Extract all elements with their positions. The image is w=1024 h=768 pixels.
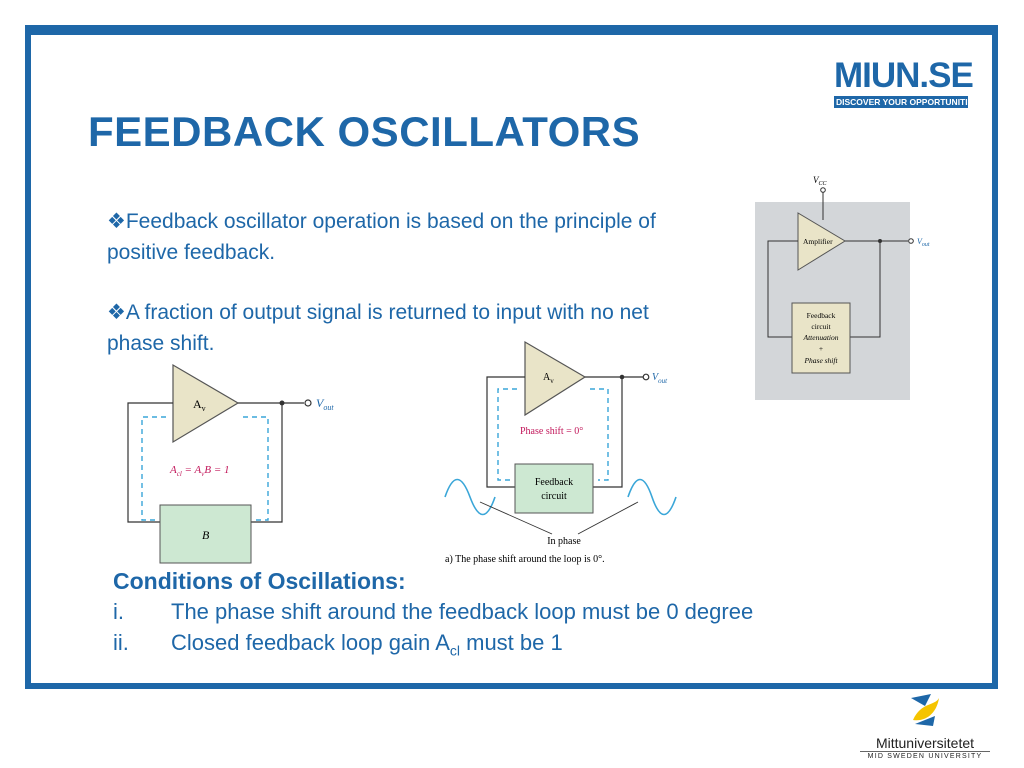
vcc-label: VCC (813, 175, 828, 187)
university-emblem-icon (911, 694, 939, 726)
amplifier-triangle (524, 340, 587, 417)
condition-number: ii. (113, 630, 129, 655)
feedback-block (159, 504, 252, 564)
vout-label: Vout (652, 372, 668, 385)
condition-item: i. The phase shift around the feedback lo… (113, 596, 753, 627)
feedback-circuit-block (514, 463, 594, 514)
feedback-circuit-label: circuit (541, 491, 567, 502)
feedback-circuit-block (791, 302, 851, 374)
conditions-section: Conditions of Oscillations: i. The phase … (113, 566, 753, 666)
slide-title: FEEDBACK OSCILLATORS (88, 108, 641, 155)
feedback-text: Phase shift (803, 356, 838, 365)
brand-logo: MIUN.SE DISCOVER YOUR OPPORTUNITIES (834, 56, 979, 108)
bullet-text: A fraction of output signal is returned … (107, 301, 649, 355)
in-phase-label: In phase (547, 536, 581, 547)
phase-shift-diagram: Av Vout Feedback circuit Phase shift = 0… (444, 340, 677, 565)
university-subtitle: MID SWEDEN UNIVERSITY (860, 751, 990, 760)
feedback-text: + (819, 344, 823, 353)
brand-tagline: DISCOVER YOUR OPPORTUNITIES (834, 96, 979, 108)
university-name: Mittuniversitetet (875, 735, 975, 751)
figure-caption: a) The phase shift around the loop is 0°… (445, 554, 605, 565)
feedback-text: Feedback (807, 311, 836, 320)
oscillator-block-diagram: VCC Amplifier Vout Feedback circuit Atte… (755, 175, 930, 400)
amp-label: Av (193, 397, 206, 413)
vout-label: Vout (316, 396, 334, 412)
bullet-item: ❖A fraction of output signal is returned… (107, 297, 667, 359)
diamond-bullet-icon: ❖ (107, 210, 126, 233)
feedback-text: circuit (811, 322, 831, 331)
bullet-text: Feedback oscillator operation is based o… (107, 210, 656, 264)
feedback-circuit-label: Feedback (535, 477, 573, 488)
condition-text: must be 1 (460, 630, 563, 655)
condition-text: Closed feedback loop gain A (171, 630, 450, 655)
amplifier-label: Amplifier (803, 237, 833, 246)
feedback-text: Attenuation (803, 333, 839, 342)
vout-label: Vout (917, 237, 930, 248)
bullet-item: ❖Feedback oscillator operation is based … (107, 206, 667, 268)
condition-item: ii. Closed feedback loop gain Acl must be… (113, 627, 753, 666)
output-wave (627, 478, 677, 516)
condition-text: The phase shift around the feedback loop… (171, 599, 754, 624)
amp-label: Av (543, 372, 554, 385)
brand-name: MIUN.SE (834, 56, 974, 95)
conditions-heading: Conditions of Oscillations: (113, 568, 406, 594)
bullet-list: ❖Feedback oscillator operation is based … (107, 206, 667, 388)
phase-shift-label: Phase shift = 0° (520, 426, 583, 437)
condition-number: i. (113, 599, 124, 624)
gain-equation: Acl = AvB = 1 (169, 464, 230, 478)
diamond-bullet-icon: ❖ (107, 301, 126, 324)
university-logo: Mittuniversitetet MID SWEDEN UNIVERSITY (860, 692, 990, 760)
input-wave (444, 478, 496, 516)
loop-gain-diagram: Av Vout B Acl = AvB = 1 (127, 363, 334, 564)
feedback-label: B (202, 528, 210, 542)
condition-subscript: cl (449, 642, 460, 659)
